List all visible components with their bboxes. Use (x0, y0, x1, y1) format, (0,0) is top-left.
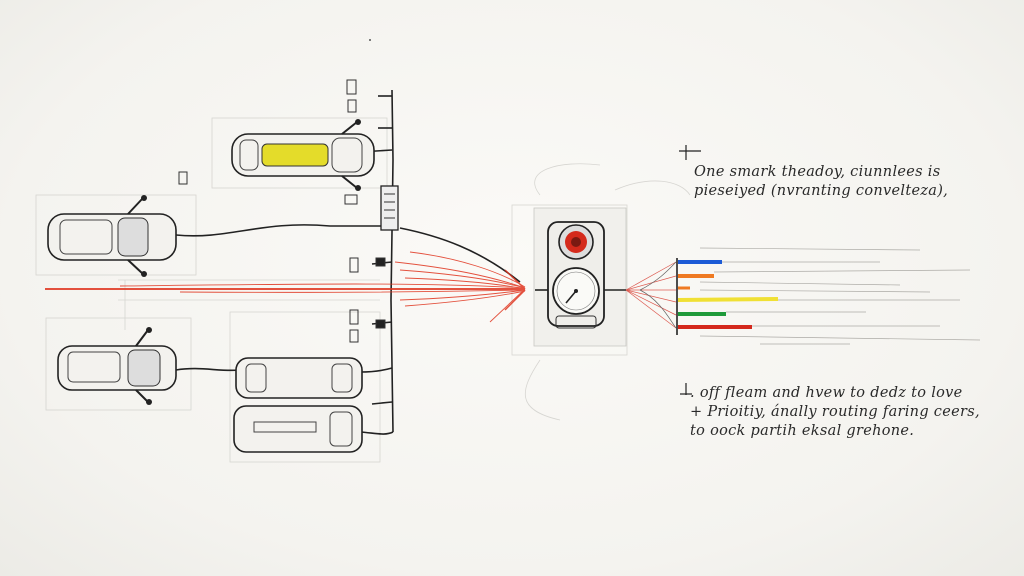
car-icon (47, 195, 177, 277)
trailing-lines (699, 247, 981, 345)
annotation-bottom-line: to oock partih eksal grehone. (690, 423, 915, 439)
car-icon (235, 357, 363, 399)
car-icon (233, 405, 363, 453)
annotation-top-line: One smark theadoy, ciunnlees is (694, 164, 941, 180)
annotation-bottom-line: . off fleam and hvew to dedz to love (690, 385, 963, 401)
gauge-icon (552, 267, 600, 315)
car-icon (57, 327, 177, 405)
annotation-top-line: pieseiyed (nvranting convelteza), (694, 183, 949, 199)
traffic-flow-lines (45, 251, 526, 323)
annotation-bottom-line: + Prioitiy, ánally routing faring ceers, (690, 404, 980, 420)
annotation-markers (679, 145, 701, 395)
annotation-bottom: . off fleam and hvew to dedz to love + P… (690, 384, 980, 441)
car-icon (231, 119, 375, 191)
controller-box-icon (380, 185, 399, 231)
annotation-top: One smark theadoy, ciunnlees is pieseiye… (694, 163, 948, 201)
output-flow-lines (625, 261, 677, 329)
sensor-icon (178, 79, 386, 343)
output-lanes (677, 260, 779, 329)
